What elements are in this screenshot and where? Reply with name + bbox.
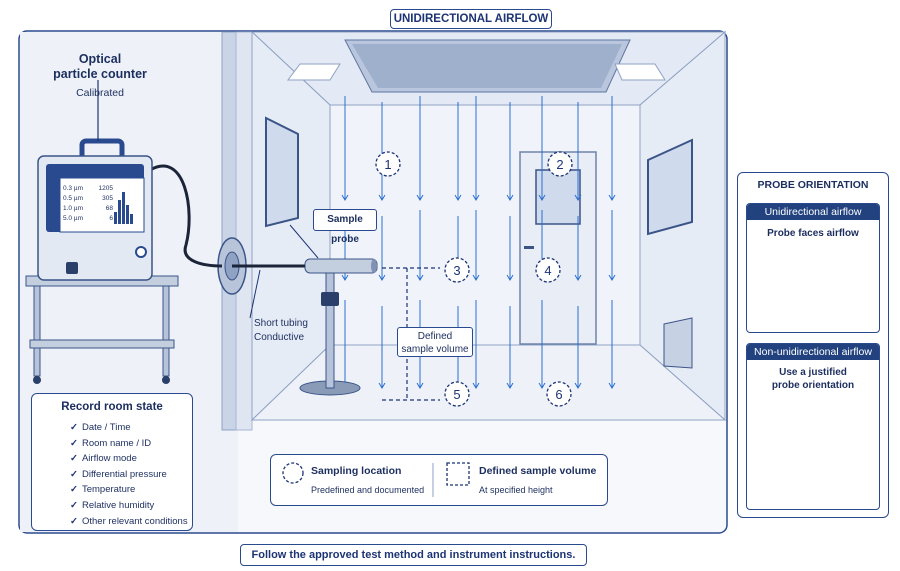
svg-text:5: 5 — [453, 387, 460, 402]
svg-text:3: 3 — [453, 263, 460, 278]
list-item: ✓Relative humidity — [70, 499, 155, 511]
sampling-location-4: 4 — [535, 257, 561, 283]
airflow-arrow — [608, 210, 616, 281]
list-item: ✓Differential pressure — [70, 468, 167, 480]
sample-volume-label: Defined sample volume — [397, 327, 473, 357]
counter-title-line1: Optical — [78, 52, 122, 66]
airflow-arrow — [416, 96, 424, 201]
svg-text:1: 1 — [384, 157, 391, 172]
sample-probe-label: Sample probe — [313, 209, 377, 245]
airflow-arrow — [506, 306, 514, 389]
legend-location-title: Sampling location — [311, 465, 402, 477]
airflow-arrow — [608, 300, 616, 389]
airflow-arrow — [378, 306, 386, 389]
sampling-location-3: 3 — [444, 257, 470, 283]
legend-volume-title: Defined sample volume — [479, 465, 597, 477]
sampling-location-6: 6 — [546, 381, 572, 407]
legend-volume-sub: At specified height — [479, 485, 553, 495]
uni-text: Probe faces airflow — [767, 228, 859, 239]
record-room-state-panel: Record room state ✓Date / Time ✓Room nam… — [31, 393, 193, 531]
non-unidirectional-card: Non-unidirectional airflow Use a justifi… — [746, 343, 880, 510]
tubing-label-line1: Short tubing — [254, 318, 308, 329]
airflow-arrow — [454, 102, 462, 201]
uni-header: Unidirectional airflow — [747, 204, 879, 220]
sampling-location-2: 2 — [547, 151, 573, 177]
airflow-arrow — [538, 300, 546, 389]
svg-text:2: 2 — [556, 157, 563, 172]
record-title: Record room state — [61, 401, 163, 413]
airflow-arrow — [574, 102, 582, 201]
list-item: ✓Temperature — [70, 484, 136, 496]
airflow-arrow — [341, 96, 349, 201]
airflow-arrow — [538, 96, 546, 201]
list-item: ✓Other relevant conditions — [70, 515, 188, 527]
airflow-arrow — [574, 216, 582, 281]
svg-text:6: 6 — [555, 387, 562, 402]
tubing-label-line2: Conductive — [254, 332, 305, 343]
airflow-arrow — [472, 300, 480, 389]
airflow-arrow — [608, 96, 616, 201]
list-item: ✓Room name / ID — [70, 437, 152, 449]
sampling-location-5: 5 — [444, 381, 470, 407]
list-item: ✓Date / Time — [70, 422, 131, 433]
airflow-arrow — [506, 102, 514, 201]
non-uni-text: Use a justified probe orientation — [771, 367, 855, 391]
volume-label-line1: Defined — [417, 331, 453, 342]
airflow-arrow — [574, 306, 582, 389]
list-item: ✓Airflow mode — [70, 453, 137, 465]
footer-note: Follow the approved test method and inst… — [240, 544, 587, 566]
sampling-location-1: 1 — [375, 151, 401, 177]
airflow-arrow — [378, 102, 386, 201]
counter-label: Optical particle counter Calibrated — [50, 52, 150, 99]
legend-location-sub: Predefined and documented — [311, 485, 425, 495]
page-title: UNIDIRECTIONAL AIRFLOW — [390, 9, 552, 29]
sampling-location-markers: 1 2 3 4 5 6 — [375, 151, 573, 407]
airflow-arrow — [472, 96, 480, 201]
airflow-arrow — [472, 210, 480, 281]
orientation-title: PROBE ORIENTATION — [757, 179, 869, 191]
probe-orientation-panel: PROBE ORIENTATION Unidirectional airflow… — [737, 172, 889, 518]
volume-label-line2: sample volume — [401, 344, 469, 355]
svg-text:4: 4 — [544, 263, 551, 278]
legend-panel: Sampling location Predefined and documen… — [270, 454, 608, 506]
airflow-arrow — [378, 216, 386, 281]
unidirectional-card: Unidirectional airflow Probe faces airfl… — [746, 203, 880, 333]
non-uni-header: Non-unidirectional airflow — [747, 344, 879, 360]
record-list: ✓Date / Time ✓Room name / ID ✓Airflow mo… — [70, 420, 188, 529]
counter-subtitle: Calibrated — [76, 87, 124, 99]
airflow-arrow — [506, 216, 514, 281]
counter-title-line2: particle counter — [53, 67, 147, 81]
